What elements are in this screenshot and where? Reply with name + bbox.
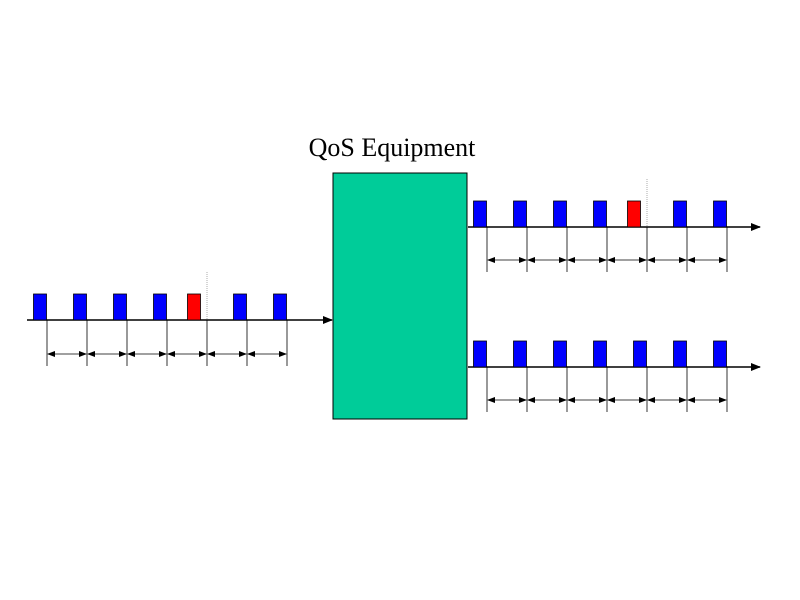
marked-packet: [187, 293, 201, 321]
packet: [553, 340, 567, 368]
packet: [673, 340, 687, 368]
packet: [113, 293, 127, 321]
stream-output-top: [468, 179, 761, 272]
packet: [553, 200, 567, 228]
diagram-title: QoS Equipment: [309, 133, 477, 162]
marked-packet: [627, 200, 641, 228]
packet: [513, 200, 527, 228]
packet: [673, 200, 687, 228]
stream-output-bottom: [468, 340, 761, 412]
packet: [153, 293, 167, 321]
packet: [633, 340, 647, 368]
packet: [473, 200, 487, 228]
packet: [713, 200, 727, 228]
packet: [273, 293, 287, 321]
packet: [233, 293, 247, 321]
stream-input: [27, 272, 333, 366]
packet: [73, 293, 87, 321]
qos-equipment-box: [332, 172, 468, 420]
packet-streams: [27, 179, 761, 412]
packet: [593, 200, 607, 228]
packet: [593, 340, 607, 368]
packet: [713, 340, 727, 368]
packet: [513, 340, 527, 368]
packet: [473, 340, 487, 368]
packet: [33, 293, 47, 321]
